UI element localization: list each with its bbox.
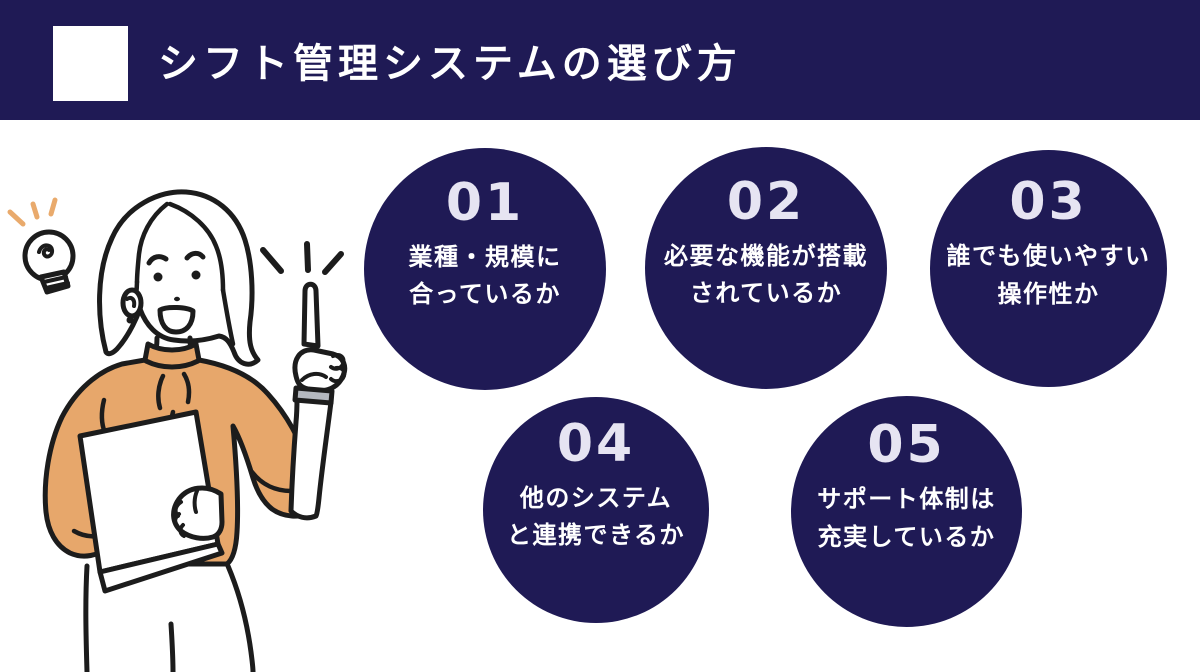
step-circle-2: 02 必要な機能が搭載 されているか [645, 147, 887, 389]
step-label-line: されているか [689, 279, 843, 307]
step-label-line: サポート体制は [817, 485, 996, 514]
document-edge [97, 541, 225, 594]
forearm [288, 395, 334, 521]
step-circle-4: 04 他のシステム と連携できるか [483, 397, 709, 623]
woman-pointing-illustration [7, 189, 348, 672]
step-number: 01 [445, 172, 525, 233]
step-label: 業種・規模に 合っているか [409, 239, 562, 313]
step-label-line: 操作性か [997, 279, 1100, 308]
ear [120, 287, 144, 319]
step-number: 04 [556, 413, 636, 474]
wristband [292, 385, 335, 406]
emphasis-lines-icon [260, 241, 344, 275]
header-accent-square [53, 26, 128, 101]
eyebrows [146, 250, 206, 266]
step-circle-1: 01 業種・規模に 合っているか [364, 148, 606, 390]
step-label-line: 合っているか [409, 280, 561, 308]
step-number: 02 [726, 171, 806, 232]
step-label: 誰でも使いやすい 操作性か [947, 238, 1151, 312]
step-label-line: 誰でも使いやすい [946, 242, 1151, 271]
header-bar: シフト管理システムの選び方 [0, 0, 1200, 120]
step-circle-3: 03 誰でも使いやすい 操作性か [930, 150, 1167, 387]
lightbulb-icon [7, 197, 76, 295]
page-title: シフト管理システムの選び方 [158, 41, 742, 87]
eye-left [153, 272, 163, 282]
step-label-line: 充実しているか [817, 522, 996, 551]
earring [126, 316, 134, 324]
step-label-line: 必要な機能が搭載 [664, 241, 868, 270]
pants [83, 563, 90, 672]
step-label-line: 業種・規模に [408, 242, 562, 271]
eye-right [191, 270, 201, 280]
step-number: 03 [1009, 172, 1088, 233]
mouth [157, 305, 196, 335]
step-circle-5: 05 サポート体制は 充実しているか [791, 396, 1022, 627]
hair [97, 189, 261, 367]
nose [174, 296, 180, 302]
step-number: 05 [867, 415, 946, 476]
step-label: サポート体制は 充実しているか [817, 481, 996, 555]
index-finger [301, 281, 321, 349]
step-label: 他のシステム と連携できるか [507, 480, 685, 554]
step-label-line: 他のシステム [519, 483, 673, 512]
step-label-line: と連携できるか [506, 521, 686, 549]
step-label: 必要な機能が搭載 されているか [664, 238, 868, 312]
